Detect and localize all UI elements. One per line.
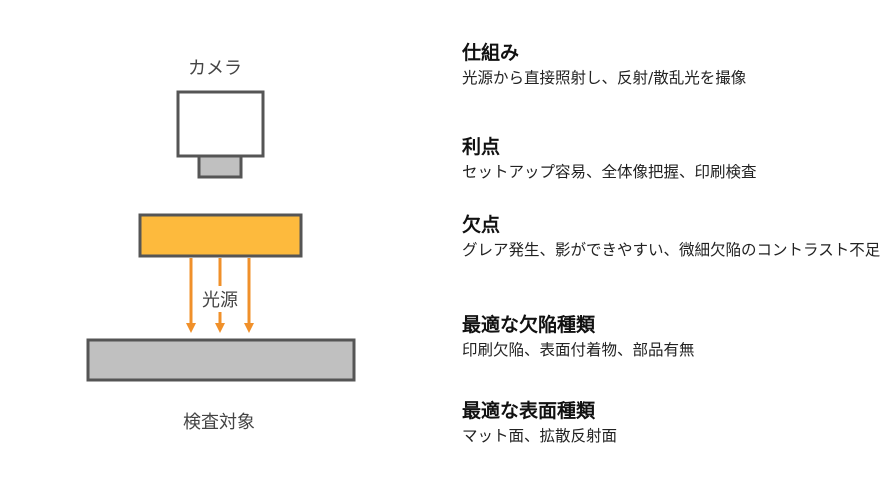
section-title: 最適な欠陥種類	[462, 314, 596, 336]
camera-lens	[197, 154, 243, 179]
section-body: グレア発生、影ができやすい、微細欠陥のコントラスト不足	[462, 241, 881, 259]
section-title: 仕組み	[462, 42, 520, 64]
section-disadvantages: 欠点 グレア発生、影ができやすい、微細欠陥のコントラスト不足	[462, 212, 882, 261]
section-title: 最適な表面種類	[462, 400, 596, 422]
lighting-diagram: カメラ 光源 検査対象	[0, 0, 440, 500]
inspection-object	[86, 338, 356, 382]
light-source-bar	[138, 213, 303, 258]
object-label: 検査対象	[183, 412, 255, 433]
section-title: 欠点	[462, 214, 501, 236]
diagram-graphic	[86, 90, 356, 382]
camera-label: カメラ	[188, 58, 242, 79]
section-title: 利点	[462, 136, 501, 158]
section-body: セットアップ容易、全体像把握、印刷検査	[462, 163, 757, 181]
section-mechanism: 仕組み 光源から直接照射し、反射/散乱光を撮像	[462, 40, 746, 89]
section-best-surfaces: 最適な表面種類 マット面、拡散反射面	[462, 398, 617, 447]
light-label: 光源	[201, 286, 239, 312]
section-advantages: 利点 セットアップ容易、全体像把握、印刷検査	[462, 134, 757, 183]
section-best-defects: 最適な欠陥種類 印刷欠陥、表面付着物、部品有無	[462, 312, 695, 361]
section-body: マット面、拡散反射面	[462, 427, 618, 445]
section-body: 印刷欠陥、表面付着物、部品有無	[462, 341, 695, 359]
camera-body	[176, 90, 265, 158]
section-body: 光源から直接照射し、反射/散乱光を撮像	[462, 69, 747, 87]
